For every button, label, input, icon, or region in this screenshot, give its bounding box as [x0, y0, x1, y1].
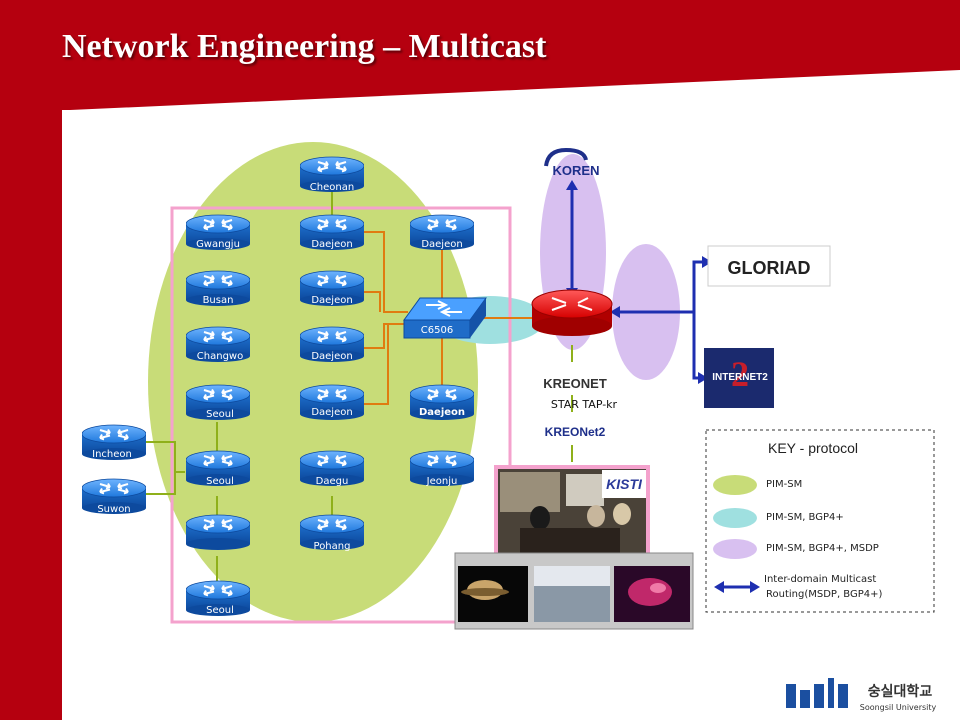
page-title: Network Engineering – Multicast	[62, 28, 547, 65]
router-daegu[interactable]: Daegu	[300, 450, 364, 487]
router-incheon[interactable]: Incheon	[82, 424, 146, 460]
key-box	[705, 429, 935, 613]
router-label: Daejeon	[311, 351, 352, 362]
router-label: Daejeon	[419, 407, 465, 418]
koren-logo: KOREN	[544, 147, 600, 178]
left-bar	[0, 0, 62, 720]
router-suwon[interactable]: Suwon	[82, 478, 146, 515]
gloriad-arrow	[610, 256, 712, 318]
router-seoul-1[interactable]: Seoul	[186, 384, 250, 420]
router-label: Daejeon	[311, 295, 352, 306]
router-label: Cheonan	[310, 182, 354, 193]
router-label: Daegu	[316, 476, 349, 487]
campus-frame	[170, 206, 512, 624]
pim-sm-region	[148, 142, 478, 622]
router-seoul-3[interactable]: Seoul	[186, 580, 250, 616]
router-label: Gwangju	[196, 239, 240, 250]
router-unlabeled[interactable]	[186, 514, 250, 550]
koren-text: KOREN	[553, 163, 600, 178]
router-pohang[interactable]: Pohang	[300, 514, 364, 552]
internet2-text: INTERNET2	[712, 372, 768, 383]
router-label: Daejeon	[311, 239, 352, 250]
router-label: Changwo	[197, 351, 243, 362]
kreonet2-text: KREONet2	[545, 425, 606, 439]
router-seoul-2[interactable]: Seoul	[186, 450, 250, 487]
router-daejeon-3[interactable]: Daejeon	[300, 270, 364, 306]
router-label: Daejeon	[311, 407, 352, 418]
key-label-arrow-line2: Routing(MSDP, BGP4+)	[766, 589, 883, 600]
key-swatch-pim-sm	[713, 475, 757, 495]
router-cheonan[interactable]: Cheonan	[300, 156, 364, 193]
key-label-pim-sm-bgp: PIM-SM, BGP4+	[766, 512, 844, 523]
router-label: Suwon	[97, 504, 130, 515]
orange-links	[364, 231, 532, 405]
router-label: Pohang	[314, 541, 351, 552]
router-label: Busan	[203, 295, 234, 306]
switch-label: C6506	[421, 325, 453, 336]
video-conference-photo: KISTI	[494, 465, 650, 559]
internet2-logo: 2 INTERNET2	[704, 348, 774, 408]
key-arrow-swatch	[714, 581, 760, 593]
soongsil-logo: 숭실대학교 Soongsil University	[786, 678, 937, 712]
router-daejeon-4[interactable]: Daejeon	[300, 326, 364, 362]
router-label: Seoul	[206, 476, 234, 487]
internet2-arrow	[692, 312, 708, 384]
router-label: Jeonju	[426, 476, 458, 487]
key-label-pim-sm-bgp-msdp: PIM-SM, BGP4+, MSDP	[766, 543, 879, 554]
soongsil-korean-text: 숭실대학교	[868, 684, 933, 700]
svg-text:2: 2	[731, 354, 749, 394]
c6506-switch[interactable]: C6506	[403, 297, 487, 339]
router-daejeon-2[interactable]: Daejeon	[410, 214, 474, 250]
gloriad-text: GLORIAD	[728, 258, 811, 278]
router-jeonju[interactable]: Jeonju	[410, 450, 474, 487]
key-swatch-pim-sm-bgp	[713, 508, 757, 528]
astronomy-screens	[454, 552, 694, 630]
gloriad-logo: GLORIAD	[707, 245, 831, 287]
router-label: Daejeon	[421, 239, 462, 250]
router-label: Seoul	[206, 409, 234, 420]
kreonet-core-router[interactable]	[531, 289, 613, 336]
router-daejeon-1[interactable]: Daejeon	[300, 214, 364, 250]
title-banner	[0, 0, 960, 110]
router-label: Incheon	[92, 449, 132, 460]
kreonet-logo: KREONET STAR TAP-kr KREONet2	[543, 376, 617, 439]
kisti-text: KISTI	[606, 476, 643, 492]
kreonet-text: KREONET	[543, 376, 607, 391]
router-changwon[interactable]: Changwo	[186, 326, 250, 362]
key-label-pim-sm: PIM-SM	[766, 479, 803, 490]
star-tap-label: STAR TAP-kr	[551, 398, 618, 411]
router-daejeon-5[interactable]: Daejeon	[300, 384, 364, 420]
router-daejeon-6[interactable]: Daejeon	[410, 384, 474, 420]
soongsil-english-text: Soongsil University	[860, 703, 937, 712]
key-swatch-pim-sm-bgp-msdp	[713, 539, 757, 559]
router-label: Seoul	[206, 605, 234, 616]
key-title: KEY - protocol	[768, 440, 859, 456]
router-busan[interactable]: Busan	[186, 270, 250, 306]
router-gwangju[interactable]: Gwangju	[186, 214, 250, 250]
key-label-arrow-line1: Inter-domain Multicast	[764, 574, 877, 585]
